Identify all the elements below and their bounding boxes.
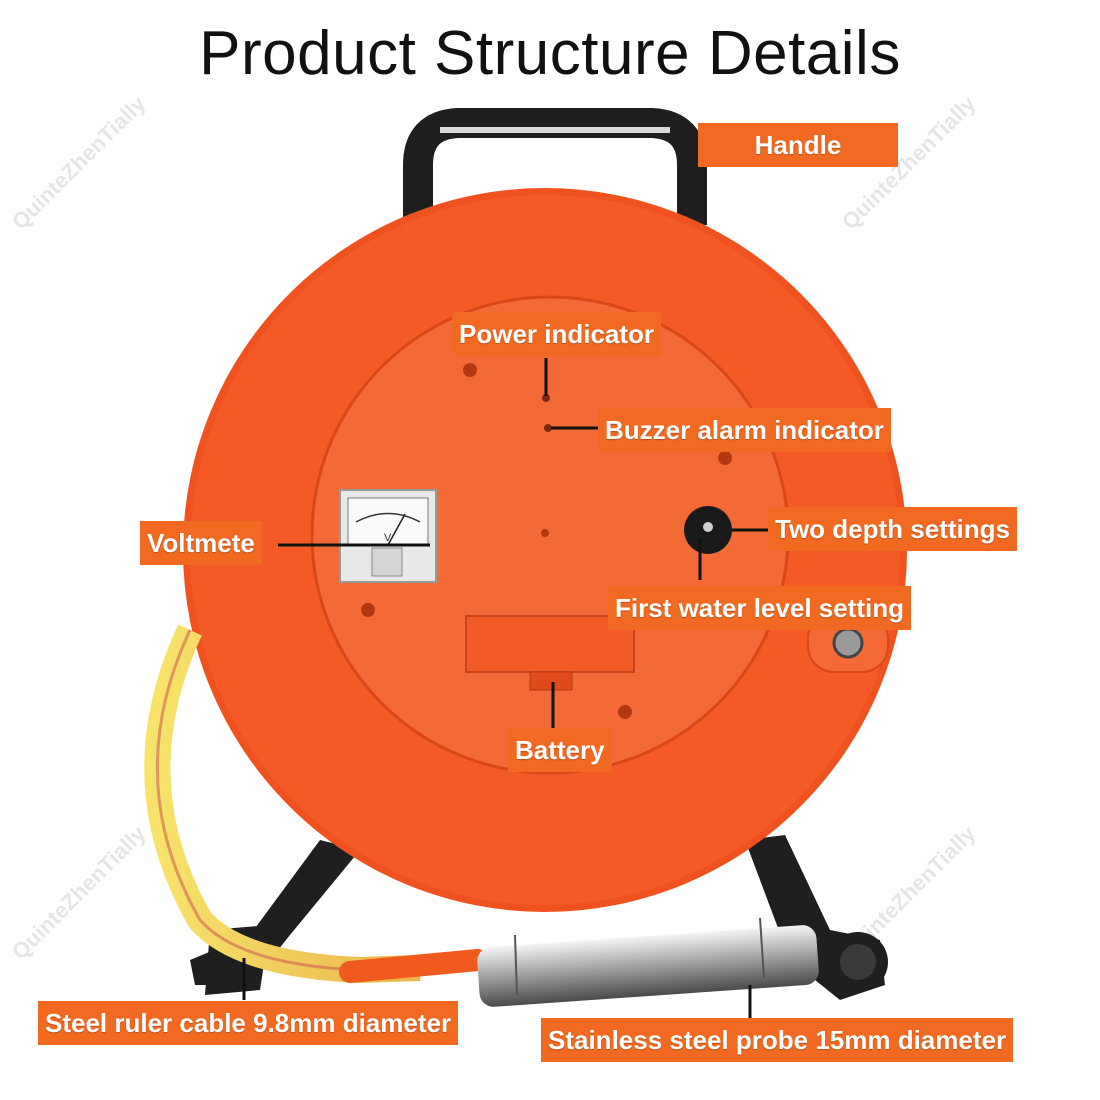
depth-switch [684,506,732,554]
label-power-indicator: Power indicator [452,312,662,356]
handle-shape [403,108,707,225]
probe [339,917,819,1007]
label-battery: Battery [508,728,612,772]
battery-compartment [465,615,635,691]
leader-lines [242,358,770,1018]
label-steel-ruler-cable: Steel ruler cable 9.8mm diameter [38,1001,459,1045]
label-voltmeter: Voltmete [140,521,262,565]
voltmeter-device: V [339,489,437,583]
label-handle: Handle [698,123,898,167]
reel-body [183,188,907,912]
label-stainless-steel-probe: Stainless steel probe 15mm diameter [541,1018,1014,1062]
label-two-depth-settings: Two depth settings [768,507,1017,551]
label-first-water-level-setting: First water level setting [608,586,911,630]
page-title: Product Structure Details [199,19,901,88]
voltmeter-unit: V [384,532,392,544]
label-buzzer-alarm-indicator: Buzzer alarm indicator [598,408,891,452]
